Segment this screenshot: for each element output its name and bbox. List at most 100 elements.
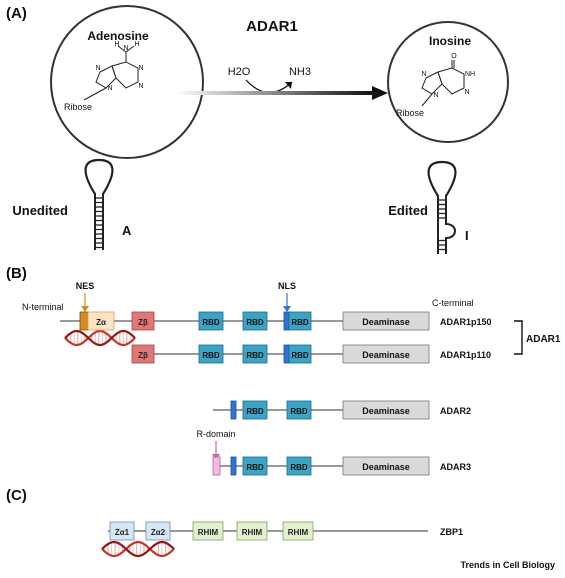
zb-domain: Zβ <box>131 344 155 364</box>
svg-text:RHIM: RHIM <box>242 528 263 537</box>
nes-label: NES <box>76 281 95 291</box>
za2-domain: Zα2 <box>145 521 171 541</box>
svg-text:RBD: RBD <box>202 351 220 360</box>
nls-label: NLS <box>278 281 296 291</box>
svg-text:H: H <box>114 41 119 48</box>
svg-text:RHIM: RHIM <box>288 528 309 537</box>
za1-domain: Zα1 <box>109 521 135 541</box>
inosine-structure <box>421 60 465 107</box>
nls-arrowhead <box>283 306 291 312</box>
reaction-curve <box>245 79 293 94</box>
svg-text:Zβ: Zβ <box>138 318 148 327</box>
svg-text:RBD: RBD <box>290 407 308 416</box>
svg-text:Zα: Zα <box>96 318 106 327</box>
reactant-label: H2O <box>228 66 251 78</box>
nls-domain <box>283 311 290 331</box>
helix-strand <box>101 540 175 558</box>
svg-text:Zβ: Zβ <box>138 351 148 360</box>
svg-text:RBD: RBD <box>246 463 264 472</box>
rhim-domain-2: RHIM <box>236 521 268 541</box>
rbd-domain-2: RBD <box>242 311 268 331</box>
svg-text:N: N <box>433 92 438 99</box>
rbd-domain-2: RBD <box>286 400 312 420</box>
adar1p150-protein: Zα Zβ RBD RBD RBD Deaminase ADAR1p150 <box>60 311 492 347</box>
z-dna-helix <box>101 540 175 558</box>
svg-text:Deaminase: Deaminase <box>362 350 410 360</box>
svg-text:N: N <box>464 89 469 96</box>
enzyme-label: ADAR1 <box>246 18 298 35</box>
rhim-domain-1: RHIM <box>192 521 224 541</box>
deaminase-domain: Deaminase <box>342 400 430 420</box>
svg-text:N: N <box>421 71 426 78</box>
svg-text:N: N <box>138 83 143 90</box>
inosine-ribose: Ribose <box>396 108 424 118</box>
adar3-label: ADAR3 <box>440 462 471 472</box>
nes-domain <box>79 311 89 331</box>
svg-text:Deaminase: Deaminase <box>362 406 410 416</box>
adar1p150-label: ADAR1p150 <box>440 317 492 327</box>
deaminase-domain: Deaminase <box>342 456 430 476</box>
zb-domain: Zβ <box>131 311 155 331</box>
svg-text:NH: NH <box>465 71 475 78</box>
svg-text:RBD: RBD <box>291 318 309 327</box>
svg-text:Deaminase: Deaminase <box>362 462 410 472</box>
rbd-domain-2: RBD <box>286 456 312 476</box>
svg-text:RBD: RBD <box>246 318 264 327</box>
rbd-domain-1: RBD <box>198 344 224 364</box>
svg-text:N: N <box>95 65 100 72</box>
svg-text:RHIM: RHIM <box>198 528 219 537</box>
journal-credit: Trends in Cell Biology <box>460 560 555 570</box>
reaction-curve-head <box>285 82 292 89</box>
svg-text:H: H <box>134 41 139 48</box>
svg-text:Zα1: Zα1 <box>115 528 130 537</box>
helix-strand <box>64 329 136 347</box>
adar2-label: ADAR2 <box>440 406 471 416</box>
svg-text:Zα2: Zα2 <box>151 528 166 537</box>
z-dna-helix <box>64 329 136 347</box>
rhim-domain-3: RHIM <box>282 521 314 541</box>
svg-text:RBD: RBD <box>202 318 220 327</box>
svg-text:O: O <box>451 53 457 60</box>
unedited-label: Unedited <box>12 203 68 218</box>
r-domain-label: R-domain <box>196 429 235 439</box>
adenosine-molecule: Adenosine H N H N N N N Ribose <box>50 5 204 159</box>
rbd-domain-1: RBD <box>198 311 224 331</box>
svg-text:RBD: RBD <box>290 463 308 472</box>
adar1p110-protein: Zβ RBD RBD RBD Deaminase ADAR1p110 <box>131 344 491 364</box>
edited-base: I <box>465 228 469 243</box>
svg-text:N: N <box>107 85 112 92</box>
rbd-domain-1: RBD <box>242 456 268 476</box>
adar1-bracket <box>514 320 523 355</box>
panel-c-label: (C) <box>6 487 27 504</box>
rbd-domain-2: RBD <box>242 344 268 364</box>
inosine-label: Inosine <box>429 34 471 48</box>
edited-label: Edited <box>388 203 428 218</box>
n-terminal-label: N-terminal <box>22 302 64 312</box>
deaminase-domain: Deaminase <box>342 344 430 364</box>
helix-strand <box>101 540 175 558</box>
adar2-protein: RBD RBD Deaminase ADAR2 <box>213 400 471 420</box>
adar3-protein: RBD RBD Deaminase ADAR3 <box>212 456 471 476</box>
helix-strand <box>64 329 136 347</box>
svg-text:N: N <box>138 65 143 72</box>
adenosine-ribose: Ribose <box>64 102 92 112</box>
reaction-arrow <box>176 91 372 95</box>
adenosine-label: Adenosine <box>87 29 149 43</box>
nls-domain <box>283 344 290 364</box>
adar1-group-label: ADAR1 <box>526 334 561 345</box>
nls-domain <box>230 456 237 476</box>
panel-b-label: (B) <box>6 265 27 282</box>
adenosine-structure <box>83 45 139 101</box>
svg-text:RBD: RBD <box>246 351 264 360</box>
deaminase-domain: Deaminase <box>342 311 430 331</box>
nes-arrowhead <box>81 306 89 312</box>
svg-text:RBD: RBD <box>291 351 309 360</box>
za-domain: Zα <box>87 311 115 331</box>
svg-text:Deaminase: Deaminase <box>362 317 410 327</box>
svg-text:N: N <box>123 45 128 52</box>
panel-a-label: (A) <box>6 5 27 22</box>
unedited-base: A <box>122 223 132 238</box>
zbp1-protein: Zα1 Zα2 RHIM RHIM RHIM ZBP1 <box>101 521 463 558</box>
unedited-hairpin: Unedited A <box>12 158 132 250</box>
